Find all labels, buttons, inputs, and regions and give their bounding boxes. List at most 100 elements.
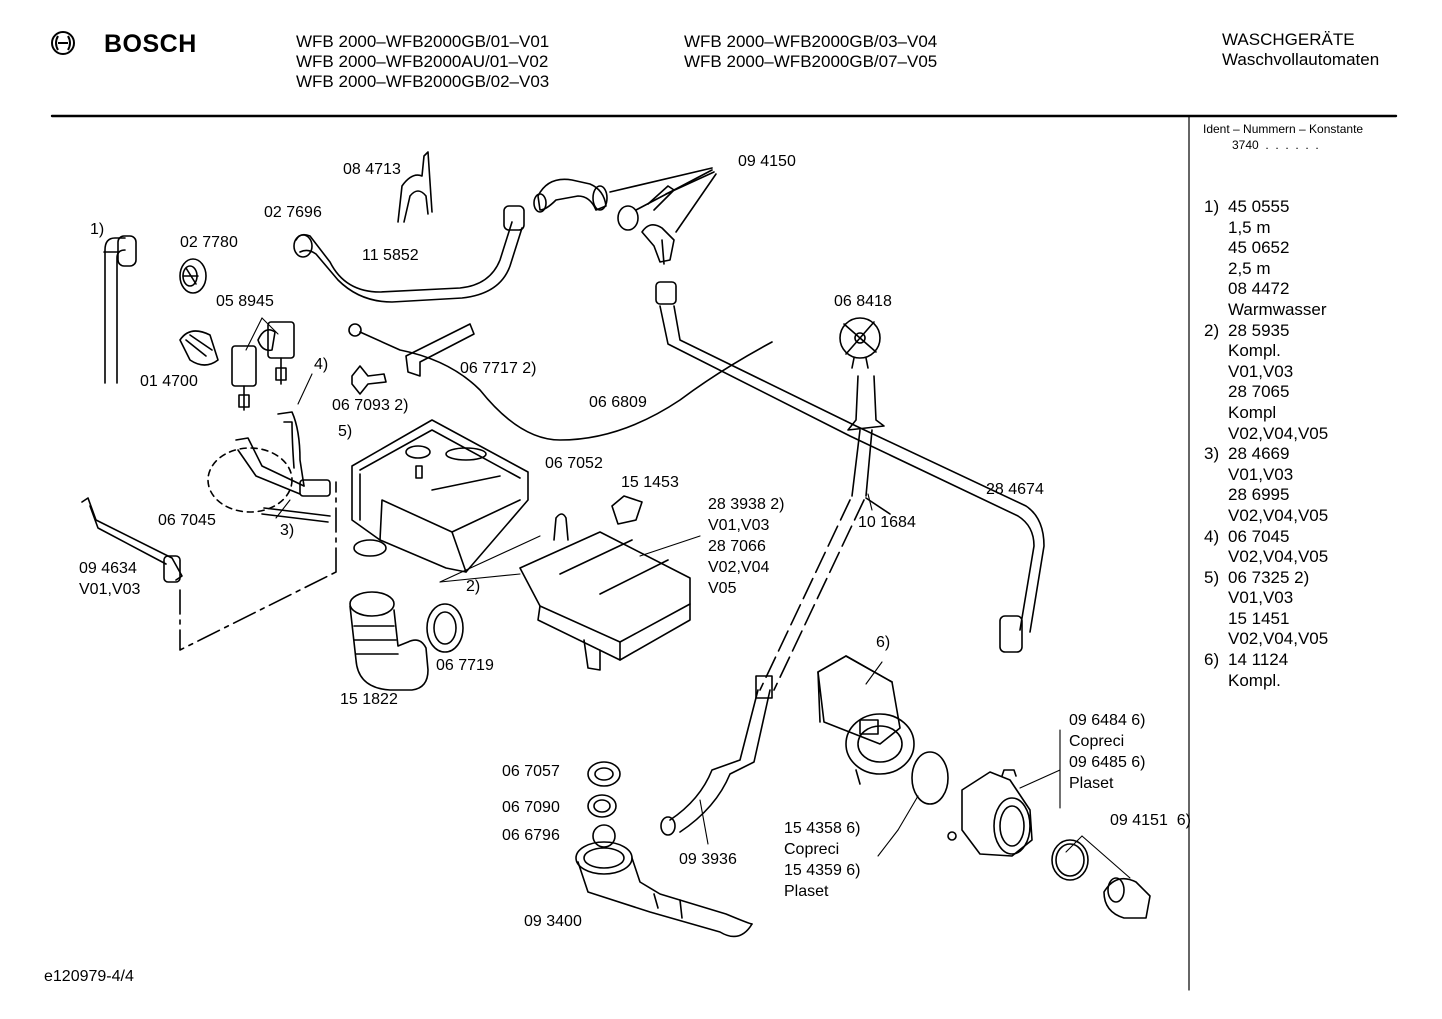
- note-row: 15 1451: [1204, 609, 1328, 630]
- note-row: V02,V04,V05: [1204, 506, 1328, 527]
- notes-list: 1)45 0555 1,5 m 45 0652 2,5 m 08 4472 Wa…: [1204, 197, 1328, 691]
- note-text: 45 0652: [1228, 238, 1290, 258]
- note-label: 4): [1204, 526, 1220, 546]
- part-label-014700: 01 4700: [140, 373, 198, 390]
- leader-lines: [245, 317, 1131, 879]
- part-label-093936: 09 3936: [679, 851, 737, 868]
- note-text: V02,V04,V05: [1228, 505, 1329, 525]
- model-line: WFB 2000–WFB2000GB/02–V03: [296, 72, 550, 91]
- note-text: Warmwasser: [1228, 299, 1327, 319]
- brand-label-plaset: Plaset: [1069, 775, 1114, 792]
- note-text: 15 1451: [1228, 608, 1290, 628]
- note-text: Kompl.: [1228, 341, 1281, 361]
- part-label-027780: 02 7780: [180, 234, 238, 251]
- part-label-287066: 28 7066: [708, 538, 766, 555]
- model-line: WFB 2000–WFB2000AU/01–V02: [296, 52, 549, 71]
- drain-pump-part: [817, 655, 915, 785]
- part-label-093400: 09 3400: [524, 913, 582, 930]
- part-label-284674: 28 4674: [986, 481, 1044, 498]
- variant-label-v05: V05: [708, 580, 737, 597]
- note-row: V01,V03: [1204, 362, 1328, 383]
- note-label: 2): [1204, 320, 1220, 340]
- solenoid-valves-part: [179, 321, 295, 411]
- part-label-067719: 06 7719: [436, 657, 494, 674]
- note-text: 28 5935: [1228, 320, 1290, 340]
- lever-part: [351, 365, 387, 395]
- detergent-dispenser-housing-part: [351, 419, 529, 573]
- note-row: 1,5 m: [1204, 218, 1328, 239]
- note-row: 2) 28 5935: [1204, 321, 1328, 342]
- note-text: 1,5 m: [1228, 217, 1271, 237]
- variant-label-v01v03: V01,V03: [708, 517, 770, 534]
- note-row: 08 4472: [1204, 279, 1328, 300]
- part-label-058945: 05 8945: [216, 293, 274, 310]
- elbow-and-seal-part: [533, 167, 717, 265]
- note-row: 3) 28 4669: [1204, 444, 1328, 465]
- part-label-283938: 28 3938 2): [708, 496, 785, 513]
- note-row: Warmwasser: [1204, 300, 1328, 321]
- part-label-115852: 11 5852: [362, 247, 419, 264]
- part-label-151822: 15 1822: [340, 691, 398, 708]
- note-label: 3): [1204, 444, 1220, 464]
- pump-filter-part: [1051, 839, 1151, 919]
- small-tubes-part: [207, 411, 331, 523]
- ident-value: 3740 . . . . . .: [1232, 138, 1319, 152]
- model-list-2: WFB 2000–WFB2000GB/03–V04 WFB 2000–WFB20…: [684, 32, 937, 72]
- hose-clip-part: [397, 151, 433, 223]
- note-label: 1): [1204, 197, 1220, 216]
- document-code: e120979-4/4: [44, 968, 134, 985]
- note-text: 28 4669: [1228, 444, 1290, 464]
- part-label-154358: 15 4358 6): [784, 820, 861, 837]
- note-ref-1: 1): [90, 221, 105, 238]
- part-label-094634: 09 4634: [79, 560, 137, 577]
- part-label-066809: 06 6809: [589, 394, 647, 411]
- bosch-logo: [50, 30, 76, 61]
- note-ref-6: 6): [876, 634, 891, 651]
- note-text: 06 7045: [1228, 526, 1290, 546]
- sealing-rings-part: [587, 761, 621, 848]
- brand-name: BOSCH: [104, 30, 197, 58]
- note-row: V01,V03: [1204, 588, 1328, 609]
- note-text: V01,V03: [1228, 464, 1294, 484]
- note-text: 14 1124: [1228, 650, 1289, 670]
- note-text: Kompl.: [1228, 670, 1281, 690]
- part-label-067093: 06 7093 2): [332, 397, 409, 414]
- note-row: 5)06 7325 2): [1204, 568, 1328, 589]
- note-row: 28 6995: [1204, 485, 1328, 506]
- part-label-096484: 09 6484 6): [1069, 712, 1146, 729]
- note-text: 28 7065: [1228, 382, 1290, 402]
- inlet-hose-part: [103, 235, 137, 384]
- note-text: V01,V03: [1228, 361, 1294, 381]
- part-label-067090: 06 7090: [502, 799, 560, 816]
- siphon-cap-part: [553, 495, 643, 541]
- note-row: Kompl: [1204, 403, 1328, 424]
- part-label-151453: 15 1453: [621, 474, 679, 491]
- note-text: Kompl: [1228, 402, 1277, 422]
- pump-gasket-part: [911, 751, 949, 805]
- part-label-067052: 06 7052: [545, 455, 603, 472]
- note-ref-2: 2): [466, 578, 481, 595]
- model-list-1: WFB 2000–WFB2000GB/01–V01 WFB 2000–WFB20…: [296, 32, 549, 92]
- variant-label-v02v04: V02,V04: [708, 559, 770, 576]
- part-label-066796: 06 6796: [502, 827, 560, 844]
- model-line: WFB 2000–WFB2000GB/01–V01: [296, 32, 550, 51]
- note-text: V02,V04,V05: [1228, 629, 1329, 649]
- pressure-switch-part: [839, 317, 881, 369]
- vent-tube-part: [81, 481, 337, 651]
- note-row: V02,V04,V05: [1204, 424, 1328, 445]
- note-row: Kompl.: [1204, 341, 1328, 362]
- brand-label-copreci: Copreci: [1069, 733, 1125, 750]
- note-ref-3: 3): [280, 522, 295, 539]
- note-row: Kompl.: [1204, 671, 1328, 692]
- category-line-2: Waschvollautomaten: [1222, 50, 1380, 69]
- note-row: 6)14 1124: [1204, 650, 1328, 671]
- note-text: 2,5 m: [1228, 258, 1271, 278]
- bracket-part: [405, 323, 475, 377]
- pump-housing-part: [947, 769, 1033, 857]
- note-row: 1)45 0555: [1204, 197, 1328, 218]
- note-row: V01,V03: [1204, 465, 1328, 486]
- variant-label-v01v03-b: V01,V03: [79, 581, 141, 598]
- note-row: 2,5 m: [1204, 259, 1328, 280]
- note-row: V02,V04,V05: [1204, 629, 1328, 650]
